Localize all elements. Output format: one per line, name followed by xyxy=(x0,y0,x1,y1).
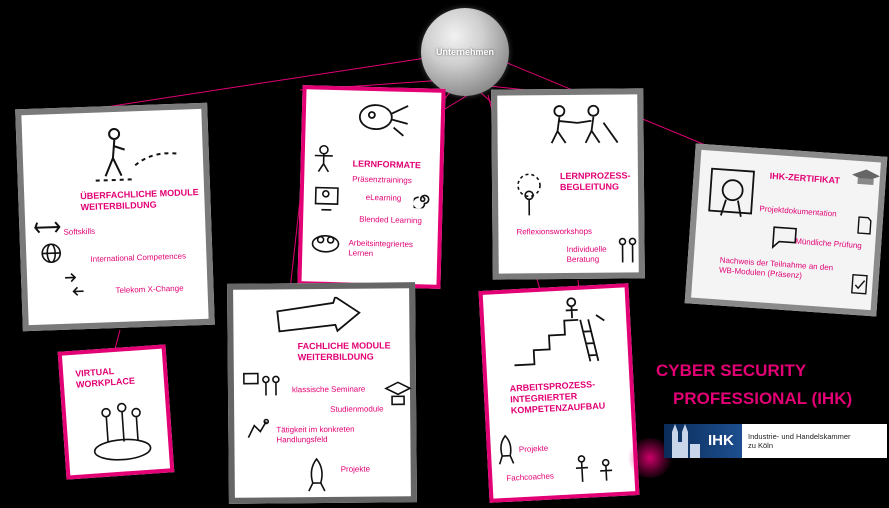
coach-people-icon xyxy=(573,452,619,484)
item-praesenztrainings: Präsenztrainings xyxy=(352,174,412,186)
card-heading: LERNFORMATE xyxy=(352,158,422,171)
workgroup-icon xyxy=(310,229,341,254)
card-heading: IHK-ZERTIFIKAT xyxy=(769,170,841,186)
item-reflexionsworkshops: Reflexionsworkshops xyxy=(516,226,593,237)
guiding-people-icon xyxy=(545,103,621,148)
card-heading: ARBEITSPROZESS- INTEGRIERTER KOMPETENZAU… xyxy=(509,379,606,416)
two-people-icon xyxy=(616,236,638,264)
item-arbeitsintegriertes-lernen: Arbeitsintegriertes Lernen xyxy=(348,238,414,259)
card-heading: ÜBERFACHLICHE MODULE WEITERBILDUNG xyxy=(80,187,199,213)
wrench-icon xyxy=(33,218,62,237)
hub-label: Unternehmen xyxy=(435,47,494,57)
rocket-icon xyxy=(305,457,329,493)
classroom-icon xyxy=(242,371,282,397)
item-projekte: Projekte xyxy=(518,443,549,455)
card-virtual-workplace: VIRTUAL WORKPLACE xyxy=(57,344,175,480)
ihk-subtitle: Industrie- und Handelskammer zu Köln xyxy=(748,432,851,450)
item-blended-learning: Blended Learning xyxy=(359,214,422,226)
speech-scroll-icon xyxy=(767,221,803,253)
card-heading: FACHLICHE MODULE WEITERBILDUNG xyxy=(297,340,391,363)
ihk-wordmark: IHK xyxy=(708,432,734,449)
puzzle-arrow-icon xyxy=(273,296,363,338)
card-lernformate: LERNFORMATE Präsenztrainings eLearning B… xyxy=(297,85,446,289)
card-fachliche-module: FACHLICHE MODULE WEITERBILDUNG klassisch… xyxy=(227,282,417,504)
item-muendliche-pruefung: Mündliche Prüfung xyxy=(794,236,863,251)
card-lernprozess-begleitung: LERNPROZESS- BEGLEITUNG Reflexionsworksh… xyxy=(491,88,645,280)
cologne-cathedral-icon: IHK xyxy=(664,424,742,458)
item-fachcoaches: Fachcoaches xyxy=(506,471,555,483)
person-climbing-icon xyxy=(92,124,184,185)
cycle-person-icon xyxy=(512,171,546,217)
item-elearning: eLearning xyxy=(365,192,402,203)
item-taetigkeit-handlungsfeld: Tätigkeit im konkreten Handlungsfeld xyxy=(276,424,355,445)
climbing-stairs-icon xyxy=(507,294,611,369)
screen-person-icon xyxy=(313,185,342,212)
graduation-cap-icon xyxy=(849,166,882,188)
card-heading: LERNPROZESS- BEGLEITUNG xyxy=(559,170,631,193)
task-hand-icon xyxy=(244,417,270,443)
card-ihk-zertifikat: IHK-ZERTIFIKAT Projektdokumentation Münd… xyxy=(684,143,888,317)
ihk-logo: IHK Industrie- und Handelskammer zu Köln xyxy=(664,424,887,458)
item-projekte: Projekte xyxy=(340,464,371,474)
card-ueberfachliche-module: ÜBERFACHLICHE MODULE WEITERBILDUNG Softs… xyxy=(15,102,215,332)
certificate-seal-icon xyxy=(704,162,766,224)
item-projektdokumentation: Projektdokumentation xyxy=(759,204,837,219)
headline-line-1: CYBER SECURITY xyxy=(656,361,807,380)
presenter-icon xyxy=(310,143,337,174)
item-klassische-seminare: klassische Seminare xyxy=(291,384,366,395)
rocket-icon xyxy=(494,433,518,466)
checklist-icon xyxy=(850,273,869,296)
item-international-competences: International Competences xyxy=(90,251,187,264)
card-arbeitsprozess: ARBEITSPROZESS- INTEGRIERTER KOMPETENZAU… xyxy=(478,283,640,503)
item-softskills: Softskills xyxy=(63,226,96,237)
item-individuelle-beratung: Individuelle Beratung xyxy=(566,244,607,265)
item-studienmodule: Studienmodule xyxy=(330,404,384,414)
spiral-icon xyxy=(413,190,431,209)
item-nachweis-teilnahme: Nachweis der Teilnahme an den WB-Modulen… xyxy=(718,255,834,281)
hub-node-unternehmen: Unternehmen xyxy=(421,8,509,96)
globe-icon xyxy=(40,242,63,265)
headline-line-2: PROFESSIONAL (IHK) xyxy=(673,389,853,408)
card-heading: VIRTUAL WORKPLACE xyxy=(74,366,136,390)
graduation-puzzle-icon xyxy=(384,380,412,406)
item-telekom-x-change: Telekom X-Change xyxy=(115,283,184,296)
creative-brain-icon xyxy=(351,96,412,140)
exchange-arrows-icon xyxy=(61,271,88,298)
document-icon xyxy=(856,215,873,236)
virtual-team-icon xyxy=(87,396,155,466)
